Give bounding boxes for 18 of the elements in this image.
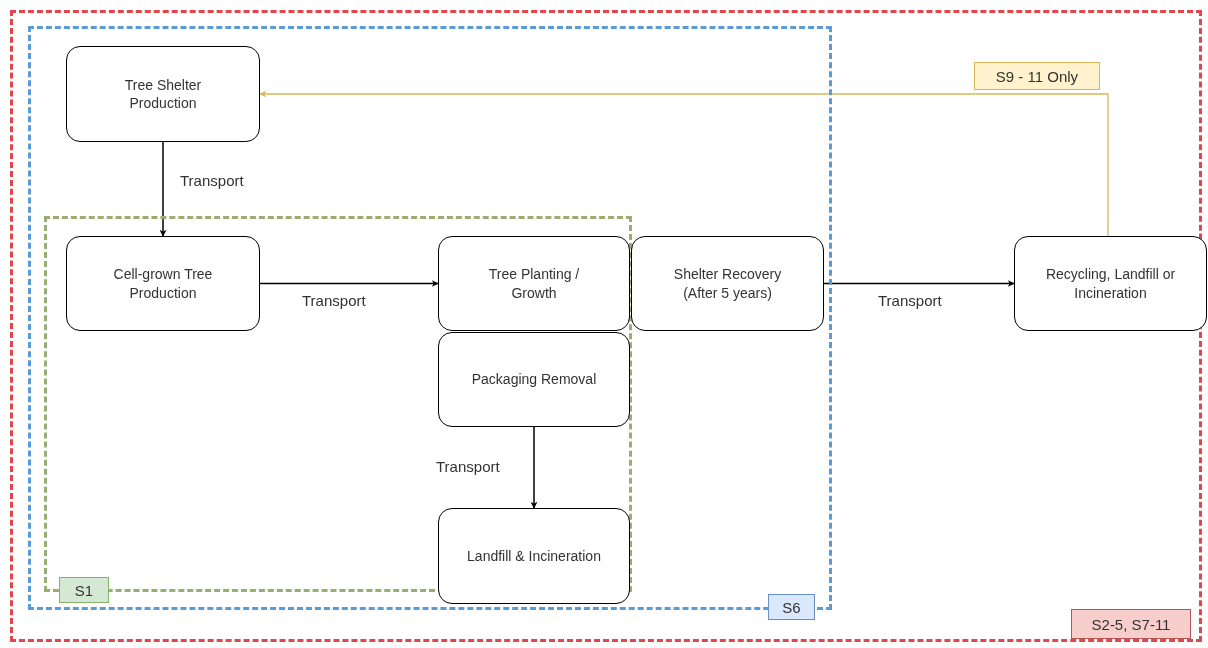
box-text: Packaging Removal (471, 370, 597, 389)
scenario-tag: S2-5, S7-11 (1071, 609, 1191, 639)
scenario-tag: S1 (59, 577, 109, 603)
process-box (1014, 236, 1207, 331)
box-text: Tree Planting / Growth (487, 265, 581, 302)
box-text: Shelter Recovery (After 5 years) (672, 265, 783, 302)
process-box (631, 236, 824, 331)
process-box (66, 236, 260, 331)
scenario-tag: S9 - 11 Only (974, 62, 1100, 90)
box-text: Landfill & Incineration (467, 546, 601, 566)
process-box (438, 332, 630, 427)
box-text: Cell-grown Tree Production (112, 265, 214, 302)
box-text: Recycling, Landfill or Incineration (1044, 265, 1177, 302)
process-box (438, 508, 630, 604)
scenario-tag: S6 (768, 594, 815, 620)
box-text: Tree Shelter Production (123, 75, 203, 113)
process-box (66, 46, 260, 142)
process-box (438, 236, 630, 331)
